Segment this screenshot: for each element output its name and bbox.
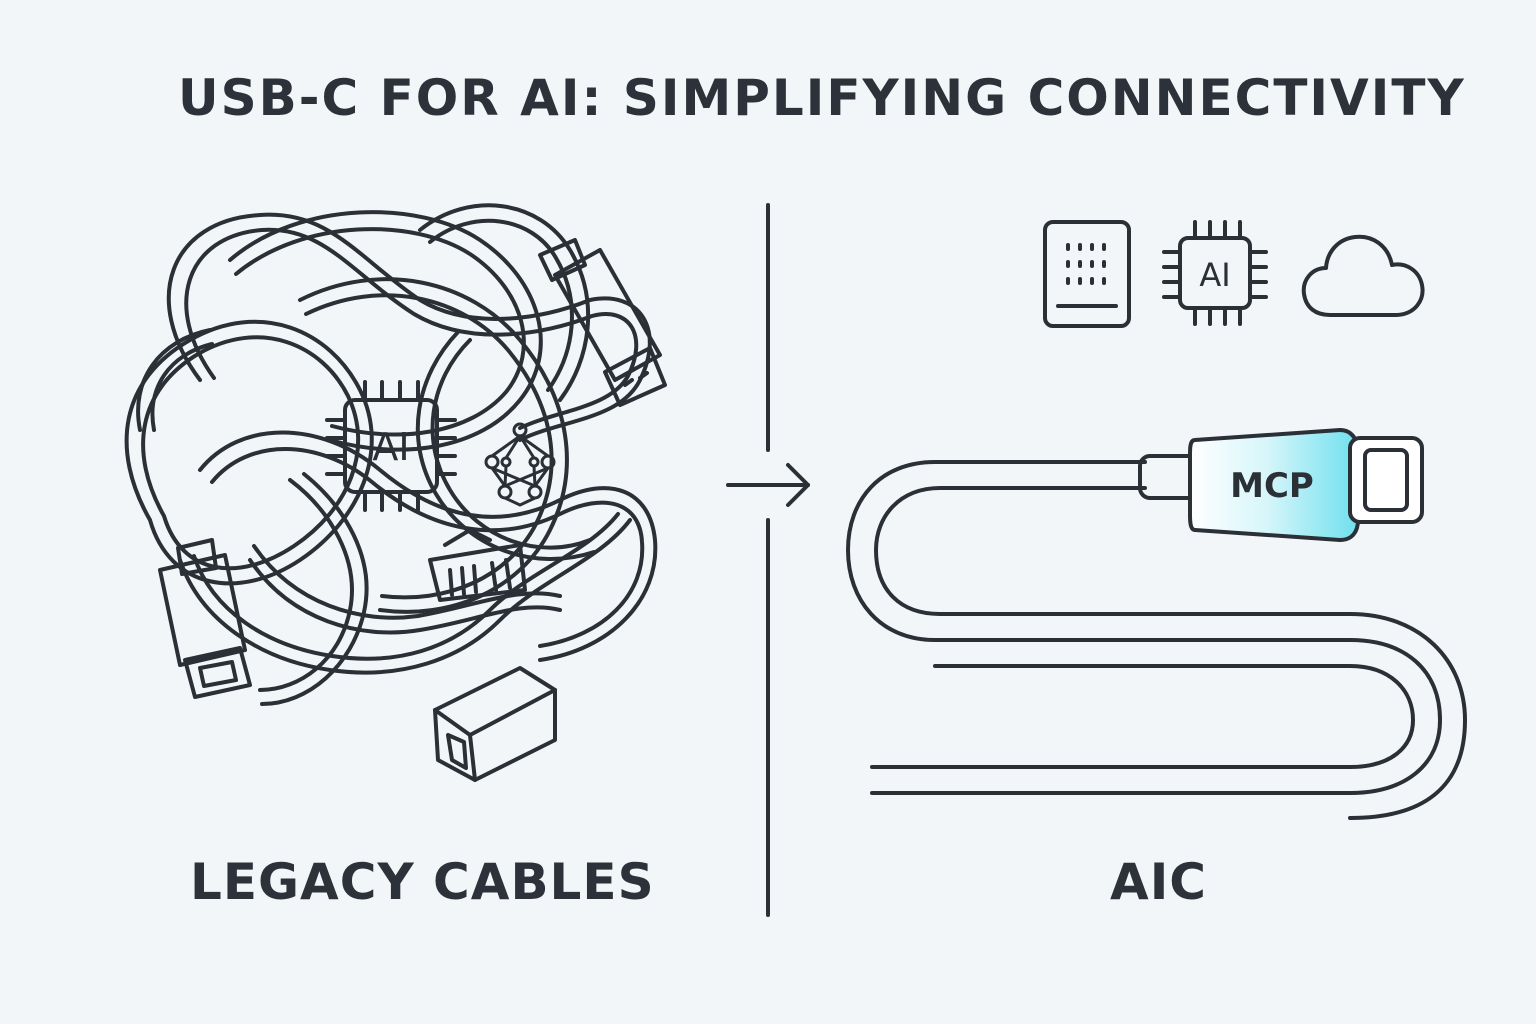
arrow-right-icon <box>726 463 810 507</box>
aic-label: AIC <box>1110 853 1207 911</box>
page-title: USB-C FOR AI: SIMPLIFYING CONNECTIVITY <box>178 69 1466 127</box>
connector-label: MCP <box>1230 466 1314 506</box>
server-icon <box>1043 220 1131 328</box>
ethernet-plug-icon <box>428 528 527 602</box>
neural-network-icon <box>484 422 556 507</box>
tangled-cables-icon <box>124 203 667 782</box>
ai-chip-icon <box>325 380 457 512</box>
ai-chip-small-icon <box>1162 220 1268 326</box>
right-chip-label: AI <box>1199 256 1230 294</box>
legacy-cables-label: LEGACY CABLES <box>190 853 655 911</box>
usb-a-plug-icon <box>538 238 667 407</box>
ethernet-socket-icon <box>433 666 557 782</box>
usb-b-plug-icon <box>158 538 252 699</box>
cloud-icon <box>1301 234 1425 317</box>
usb-c-cable-icon <box>846 428 1467 820</box>
left-chip-label: AI <box>372 425 409 469</box>
